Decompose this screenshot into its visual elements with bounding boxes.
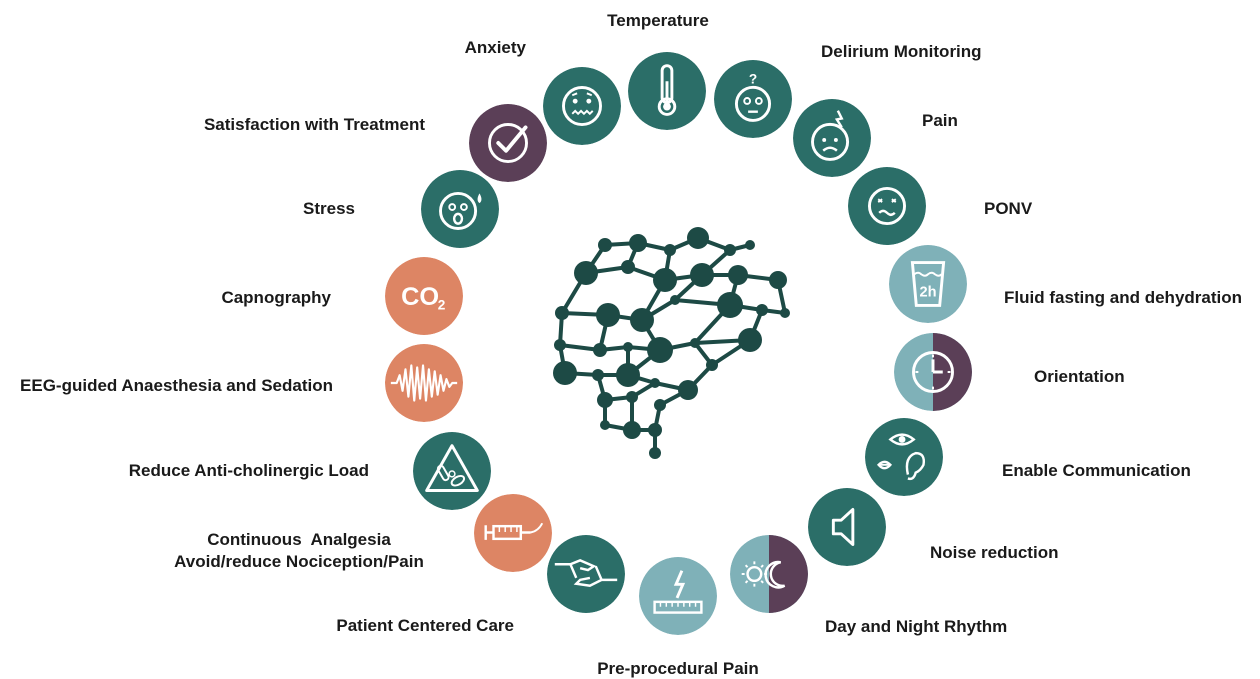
pre-procedural-pain-circle <box>639 557 717 635</box>
co2-icon: CO 2 <box>385 257 463 335</box>
label-fluid-fasting: Fluid fasting and dehydration <box>1004 288 1242 307</box>
label-delirium-monitoring: Delirium Monitoring <box>821 42 982 61</box>
label-stress: Stress <box>303 199 355 218</box>
brain-network-icon <box>553 227 790 459</box>
co2-text: CO <box>401 283 439 311</box>
day-night-circle <box>730 535 808 613</box>
svg-text:?: ? <box>749 71 757 86</box>
label-day-night-rhythm: Day and Night Rhythm <box>825 617 1008 636</box>
warning-pills-icon <box>413 432 491 510</box>
fluid-fasting-circle: 2h <box>889 245 967 323</box>
label-patient-centered-care: Patient Centered Care <box>336 616 514 635</box>
label-orientation: Orientation <box>1034 367 1125 386</box>
label-noise-reduction: Noise reduction <box>930 543 1059 562</box>
continuous-analgesia-circle <box>474 494 552 572</box>
label-eeg-guided: EEG-guided Anaesthesia and Sedation <box>20 376 333 395</box>
eeg-wave-icon <box>385 344 463 422</box>
clock-icon <box>894 333 972 411</box>
label-ponv: PONV <box>984 199 1033 218</box>
noise-reduction-circle <box>808 488 886 566</box>
thermometer-icon <box>628 52 706 130</box>
speaker-icon <box>808 488 886 566</box>
anxious-face-icon <box>543 67 621 145</box>
headache-face-icon <box>793 99 871 177</box>
eye-mouth-ear-icon <box>865 418 943 496</box>
label-temperature: Temperature <box>607 11 709 30</box>
confused-face-icon: ? <box>714 60 792 138</box>
co2-subscript: 2 <box>438 298 446 313</box>
orientation-circle <box>894 333 972 411</box>
stress-circle <box>421 170 499 248</box>
label-capnography: Capnography <box>221 288 331 307</box>
communication-circle <box>865 418 943 496</box>
ponv-circle <box>848 167 926 245</box>
pain-circle <box>793 99 871 177</box>
satisfaction-circle <box>469 104 547 182</box>
delirium-circle: ? <box>714 60 792 138</box>
fluid-2h-text: 2h <box>919 285 936 301</box>
anxiety-circle <box>543 67 621 145</box>
label-anxiety: Anxiety <box>464 38 526 57</box>
eeg-circle <box>385 344 463 422</box>
nauseous-face-icon <box>848 167 926 245</box>
stressed-face-icon <box>421 170 499 248</box>
label-continuous-analgesia: Continuous Analgesia Avoid/reduce Nocice… <box>174 529 424 573</box>
label-enable-communication: Enable Communication <box>1002 461 1191 480</box>
temperature-circle <box>628 52 706 130</box>
label-anticholinergic-load: Reduce Anti-cholinergic Load <box>128 461 369 480</box>
label-line-2: Avoid/reduce Nociception/Pain <box>174 552 424 571</box>
label-line-1: Continuous Analgesia <box>207 530 391 549</box>
checkmark-icon <box>469 104 547 182</box>
syringe-icon <box>474 494 552 572</box>
label-pain: Pain <box>922 111 958 130</box>
patient-centered-care-circle <box>547 535 625 613</box>
ruler-lightning-icon <box>639 557 717 635</box>
label-pre-procedural-pain: Pre-procedural Pain <box>597 659 759 678</box>
label-satisfaction: Satisfaction with Treatment <box>203 115 425 134</box>
sun-moon-icon <box>730 535 808 613</box>
anticholinergic-circle <box>413 432 491 510</box>
water-glass-icon: 2h <box>889 245 967 323</box>
handshake-icon <box>547 535 625 613</box>
capnography-circle: CO 2 <box>385 257 463 335</box>
